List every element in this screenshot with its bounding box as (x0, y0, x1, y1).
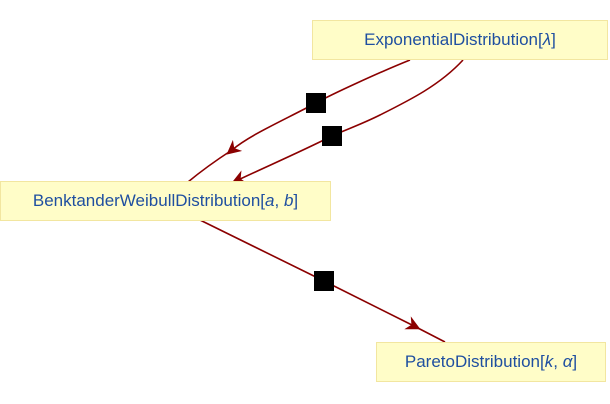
edge-marker-square[interactable] (314, 271, 334, 291)
node-pareto-distribution[interactable]: ParetoDistribution[k, α] (376, 342, 606, 382)
param: α (562, 352, 573, 371)
bracket-close: ] (572, 352, 578, 371)
node-benktander-weibull-distribution[interactable]: BenktanderWeibullDistribution[a, b] (0, 181, 331, 221)
separator: , (274, 191, 284, 210)
bracket-open: [ (538, 30, 543, 49)
edge-marker-square[interactable] (322, 126, 342, 146)
node-exponential-distribution[interactable]: ExponentialDistribution[λ] (312, 20, 608, 60)
bracket-close: ] (293, 191, 299, 210)
node-label: ExponentialDistribution (364, 30, 539, 49)
bracket-open: [ (260, 191, 266, 210)
edge-exponential-to-benktander-1[interactable] (187, 59, 411, 183)
edge-marker-square[interactable] (306, 93, 326, 113)
param: b (283, 191, 294, 210)
bracket-close: ] (551, 30, 556, 49)
param: λ (542, 30, 552, 49)
edge-benktander-to-pareto[interactable] (199, 219, 446, 343)
param: a (265, 191, 275, 210)
edge-exponential-to-benktander-2[interactable] (231, 59, 464, 184)
node-label: ParetoDistribution (404, 352, 540, 371)
node-label: BenktanderWeibullDistribution (32, 191, 261, 210)
separator: , (553, 352, 563, 371)
param: k (544, 352, 554, 371)
bracket-open: [ (540, 352, 545, 371)
